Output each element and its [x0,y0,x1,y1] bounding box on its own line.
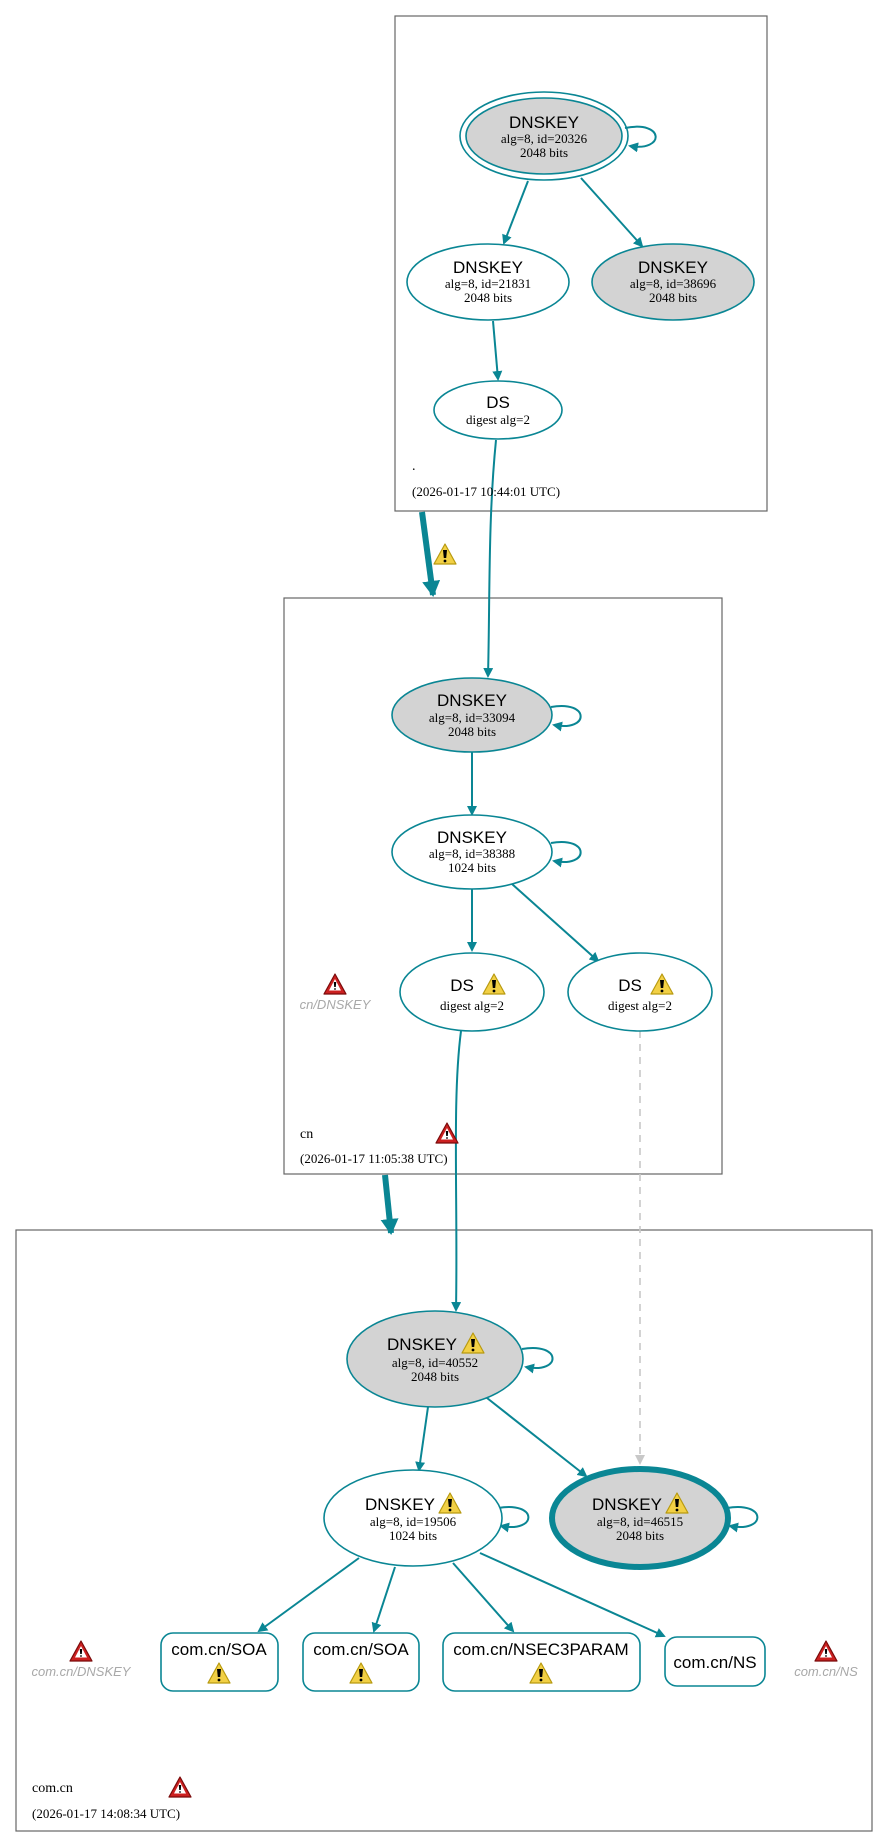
node-comcn-ksk-line1: alg=8, id=40552 [392,1355,478,1370]
node-nsec3param[interactable]: com.cn/NSEC3PARAM [442,1632,641,1692]
node-root-ksk-line2: 2048 bits [520,145,568,160]
zone-root-name: . [412,459,416,474]
comcn-ns-error-icon[interactable] [814,1640,838,1662]
zone-comcn-name: com.cn [32,1781,73,1796]
node-cn-ksk[interactable]: DNSKEY alg=8, id=33094 2048 bits [391,677,553,753]
zone-root-timestamp: (2026-01-17 10:44:01 UTC) [412,484,560,499]
node-cn-ds1-title: DS [450,976,474,995]
zone-cn-error-icon[interactable] [435,1122,459,1144]
edge-comcn-zsk-self [497,1506,530,1533]
node-soa2-title: com.cn/SOA [313,1640,409,1659]
node-comcn-ksk[interactable]: DNSKEY alg=8, id=40552 2048 bits [346,1310,524,1408]
zone-comcn-error-icon[interactable] [168,1776,192,1798]
edge-comcn-sep-self [726,1506,759,1533]
edge-root-ksk-self [624,125,657,153]
node-ns[interactable]: com.cn/NS [664,1636,766,1687]
node-cn-zsk-title: DNSKEY [437,828,507,847]
edge-comcn-zsk-soa2 [371,1566,396,1633]
edge-cn-zsk-self [550,841,582,868]
edge-root-zsk1-ds [492,320,503,381]
edge-root-ksk-zsk1 [502,180,529,245]
node-cn-ksk-line1: alg=8, id=33094 [429,710,516,725]
node-root-zsk1-line1: alg=8, id=21831 [445,276,531,291]
edge-comcn-zsk-ns [479,1552,666,1638]
node-root-ds[interactable]: DS digest alg=2 [433,380,563,440]
node-root-ksk-line1: alg=8, id=20326 [501,131,588,146]
comcn-dnskey-error-icon[interactable] [69,1640,93,1662]
node-root-zsk1-title: DNSKEY [453,258,523,277]
node-cn-zsk-line1: alg=8, id=38388 [429,846,515,861]
delegation-root-cn [419,511,441,597]
cn-dnskey-error-icon[interactable] [323,973,347,995]
delegation-cn-comcn [380,1174,399,1235]
zone-cn-box [283,597,723,1175]
node-root-zsk2[interactable]: DNSKEY alg=8, id=38696 2048 bits [591,243,755,321]
edge-comcn-ksk-sep [486,1397,588,1478]
delegation-root-cn-warning-icon[interactable] [433,543,457,565]
node-comcn-sep-title: DNSKEY [592,1495,662,1514]
node-cn-zsk[interactable]: DNSKEY alg=8, id=38388 1024 bits [391,814,553,890]
node-root-ds-title: DS [486,393,510,412]
node-root-ds-line1: digest alg=2 [466,412,530,427]
node-nsec3param-title: com.cn/NSEC3PARAM [453,1640,628,1659]
node-cn-ds1-line1: digest alg=2 [440,998,504,1013]
zone-cn-timestamp: (2026-01-17 11:05:38 UTC) [300,1151,448,1166]
node-comcn-zsk-line1: alg=8, id=19506 [370,1514,457,1529]
node-cn-ds2-title: DS [618,976,642,995]
edge-comcn-ksk-zsk [415,1406,429,1472]
node-cn-ds2-line1: digest alg=2 [608,998,672,1013]
node-ns-title: com.cn/NS [673,1653,756,1672]
comcn-dnskey-error-label: com.cn/DNSKEY [32,1664,132,1679]
comcn-ns-error-label: com.cn/NS [794,1664,858,1679]
node-soa1-title: com.cn/SOA [171,1640,267,1659]
node-comcn-zsk-line2: 1024 bits [389,1528,437,1543]
edges [257,125,759,1638]
node-root-zsk1[interactable]: DNSKEY alg=8, id=21831 2048 bits [406,243,570,321]
edge-comcn-zsk-soa1 [257,1557,360,1633]
node-root-zsk2-title: DNSKEY [638,258,708,277]
node-root-zsk2-line2: 2048 bits [649,290,697,305]
node-root-zsk1-line2: 2048 bits [464,290,512,305]
node-comcn-sep-line1: alg=8, id=46515 [597,1514,683,1529]
node-root-ksk[interactable]: DNSKEY alg=8, id=20326 2048 bits [459,91,629,181]
node-comcn-ksk-title: DNSKEY [387,1335,457,1354]
node-root-ksk-title: DNSKEY [509,113,579,132]
node-comcn-sep-line2: 2048 bits [616,1528,664,1543]
edge-cn-zsk-ds2 [511,883,600,963]
node-cn-ds2[interactable]: DS digest alg=2 [567,952,713,1032]
zone-root-box [394,15,768,512]
node-cn-zsk-line2: 1024 bits [448,860,496,875]
node-comcn-sep[interactable]: DNSKEY alg=8, id=46515 2048 bits [549,1466,731,1570]
node-comcn-zsk[interactable]: DNSKEY alg=8, id=19506 1024 bits [323,1469,503,1567]
node-comcn-zsk-title: DNSKEY [365,1495,435,1514]
zone-comcn-timestamp: (2026-01-17 14:08:34 UTC) [32,1806,180,1821]
node-cn-ds1[interactable]: DS digest alg=2 [399,952,545,1032]
edge-root-ds-cn-ksk [483,439,497,678]
node-cn-ksk-title: DNSKEY [437,691,507,710]
node-soa1[interactable]: com.cn/SOA [160,1632,279,1692]
edge-root-ksk-zsk2 [580,177,644,248]
node-cn-ksk-line2: 2048 bits [448,724,496,739]
zone-comcn-box [15,1229,873,1832]
edge-comcn-zsk-nsec3param [452,1562,515,1633]
cn-dnskey-error-label: cn/DNSKEY [300,997,372,1012]
edge-cn-ds1-comcn-ksk [451,1030,462,1312]
zone-cn-name: cn [300,1127,313,1142]
edge-cn-ksk-self [550,705,582,732]
node-soa2[interactable]: com.cn/SOA [302,1632,420,1692]
node-root-zsk2-line1: alg=8, id=38696 [630,276,717,291]
node-comcn-ksk-line2: 2048 bits [411,1369,459,1384]
edge-comcn-ksk-self [521,1347,554,1374]
